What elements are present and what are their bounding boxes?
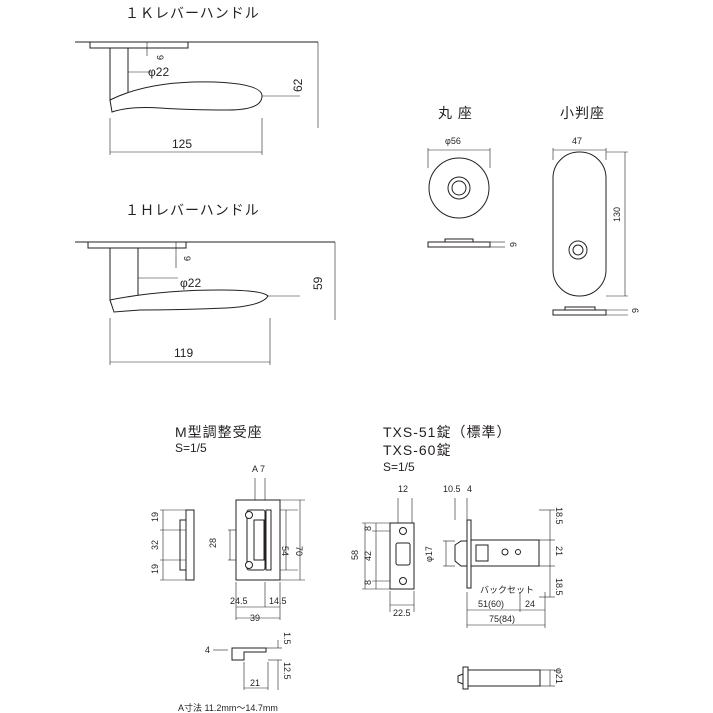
lever-1k-dim-thickness: 9: [155, 55, 165, 60]
strike-dim-14-5: 14.5: [269, 596, 287, 606]
small-plate-view: 小判座 47 130 6: [552, 105, 640, 316]
lever-1k-title: １Ｋレバーハンドル: [125, 5, 260, 21]
small-plate-dim-height: 130: [612, 207, 622, 222]
strike-dim-12-5: 12.5: [282, 662, 292, 680]
latch-dim-8b: 8: [363, 580, 373, 585]
lever-1k-dim-length: 125: [172, 137, 192, 151]
strike-dim-32: 32: [150, 540, 160, 550]
round-rose-title: 丸 座: [438, 105, 473, 121]
latch-dim-24: 24: [525, 599, 535, 609]
strike-dim-24-5: 24.5: [230, 596, 248, 606]
latch-dim-18-5a: 18.5: [554, 507, 564, 525]
strike-dim-39: 39: [250, 613, 260, 623]
latch-title-2: TXS-60錠: [383, 442, 451, 458]
strike-dim-a7: A 7: [252, 464, 265, 474]
latch-scale: S=1/5: [383, 460, 415, 474]
strike-dim-28: 28: [208, 538, 218, 548]
strike-view: M型調整受座 S=1/5 19 32 19 A 7 28 54 70: [150, 424, 305, 713]
round-rose-dim-dia: φ56: [445, 136, 461, 146]
latch-title-1: TXS-51錠（標準）: [383, 424, 511, 440]
latch-dim-42: 42: [363, 551, 373, 561]
lever-1h-dim-thickness: 9: [182, 256, 192, 261]
latch-dim-dia21: φ21: [554, 668, 564, 684]
strike-title: M型調整受座: [175, 424, 263, 440]
strike-dim-19a: 19: [150, 512, 160, 522]
lever-1h-dim-dia: φ22: [180, 276, 201, 290]
latch-dim-22-5: 22.5: [393, 608, 411, 618]
strike-dim-54: 54: [280, 546, 290, 556]
strike-scale: S=1/5: [175, 441, 207, 455]
latch-backset-label: バックセット: [480, 585, 534, 595]
strike-note-a: A寸法 11.2mm～14.7mm: [178, 702, 278, 713]
lever-1k-dim-height: 62: [291, 78, 305, 92]
latch-dim-4: 4: [467, 484, 472, 494]
small-plate-dim-width: 47: [572, 136, 582, 146]
latch-dim-18-5b: 18.5: [554, 578, 564, 596]
lever-1k-dim-dia: φ22: [148, 65, 169, 79]
latch-dim-75-84: 75(84): [489, 614, 515, 624]
strike-dim-1-5: 1.5: [282, 632, 292, 645]
latch-dim-51-60: 51(60): [478, 599, 504, 609]
small-plate-title: 小判座: [560, 105, 605, 121]
latch-dim-8a: 8: [363, 526, 373, 531]
round-rose-dim-thickness: 6: [508, 242, 518, 247]
lever-1h-title: １Ｈレバーハンドル: [125, 202, 260, 218]
strike-dim-70: 70: [294, 546, 304, 556]
latch-dim-21: 21: [554, 546, 564, 556]
lever-1h-dim-length: 119: [174, 346, 193, 360]
lever-1k-view: １Ｋレバーハンドル 9 φ22 62 125: [75, 5, 319, 155]
round-rose-view: 丸 座 φ56 6: [427, 105, 518, 248]
latch-dim-dia17: φ17: [424, 546, 434, 562]
latch-dim-12: 12: [398, 484, 408, 494]
strike-dim-19b: 19: [150, 564, 160, 574]
latch-view: TXS-51錠（標準） TXS-60錠 S=1/5 12 58 8 42 8 2…: [350, 424, 564, 690]
small-plate-dim-thickness: 6: [630, 308, 640, 313]
latch-dim-10-5: 10.5: [443, 484, 461, 494]
strike-dim-4: 4: [205, 645, 210, 655]
lever-1h-dim-height: 59: [311, 276, 325, 290]
latch-dim-58: 58: [350, 550, 360, 560]
strike-dim-21: 21: [250, 678, 260, 688]
lever-1h-view: １Ｈレバーハンドル 9 φ22 59 119: [75, 202, 336, 365]
